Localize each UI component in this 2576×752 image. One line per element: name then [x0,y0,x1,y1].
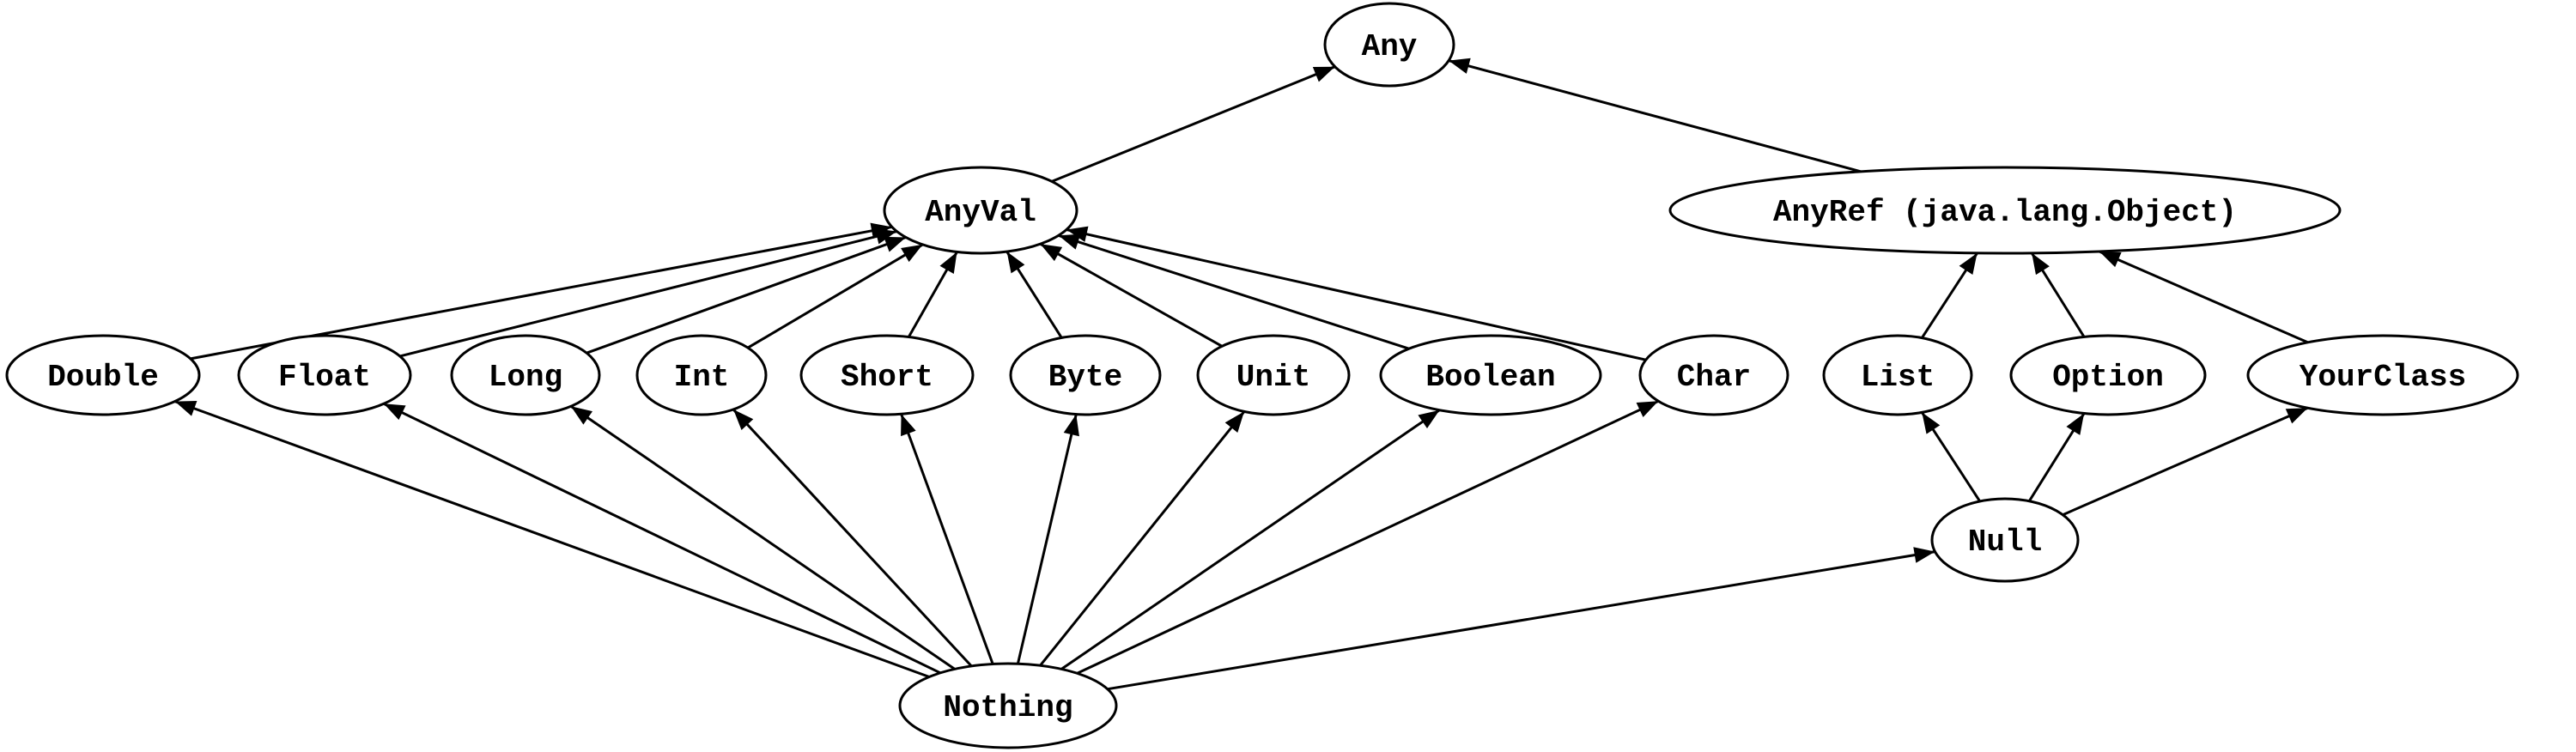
node-null: Null [1930,497,2080,583]
node-ellipse-list [1822,334,1973,416]
node-ellipse-long [450,334,601,416]
node-int: Int [635,334,768,416]
node-anyval: AnyVal [883,166,1078,255]
node-label-null: Null [1968,525,2042,560]
node-ellipse-yourclass [2246,334,2519,416]
node-list: List [1822,334,1973,416]
edges-layer [174,58,2309,691]
edge-nothing-short [900,413,994,665]
node-option: Option [2009,334,2207,416]
node-label-option: Option [2052,360,2164,395]
edge-nothing-float [383,402,941,675]
edge-anyval-any [1051,65,1336,183]
edge-boolean-anyval [1058,233,1410,350]
edge-int-anyval [747,243,924,349]
edge-short-anyval [907,251,958,338]
node-label-char: Char [1677,360,1751,395]
node-anyref: AnyRef (java.lang.Object) [1668,166,2342,255]
node-nothing: Nothing [898,662,1118,749]
edge-nothing-long [570,405,956,670]
node-char: Char [1638,334,1789,416]
node-short: Short [799,334,975,416]
node-label-anyval: AnyVal [925,195,1036,230]
node-label-long: Long [489,360,562,395]
node-label-short: Short [841,360,933,395]
node-ellipse-boolean [1379,334,1602,416]
edge-nothing-char [1076,399,1659,675]
node-ellipse-short [799,334,975,416]
node-ellipse-int [635,334,768,416]
edge-nothing-byte [1016,414,1079,664]
node-ellipse-double [5,334,201,416]
edge-unit-anyval [1039,242,1223,348]
edge-byte-anyval [1005,251,1063,339]
node-ellipse-nothing [898,662,1118,749]
node-label-byte: Byte [1048,360,1122,395]
node-float: Float [237,334,412,416]
node-label-list: List [1861,360,1935,395]
edge-nothing-boolean [1060,409,1441,670]
edge-null-yourclass [2062,406,2309,517]
node-ellipse-anyref [1668,166,2342,255]
node-double: Double [5,334,201,416]
edge-option-anyref [2030,252,2086,338]
node-yourclass: YourClass [2246,334,2519,416]
edge-null-option [2028,412,2086,502]
node-ellipse-null [1930,497,2080,583]
edge-anyref-any [1448,58,1862,173]
node-unit: Unit [1196,334,1351,416]
node-ellipse-unit [1196,334,1351,416]
edge-float-anyval [399,228,897,358]
node-any: Any [1323,2,1455,88]
edge-yourclass-anyref [2099,250,2309,344]
edge-char-anyval [1066,226,1647,361]
node-label-unit: Unit [1236,360,1310,395]
edge-nothing-null [1107,547,1935,691]
node-boolean: Boolean [1379,334,1602,416]
node-ellipse-char [1638,334,1789,416]
node-label-double: Double [47,360,159,395]
node-byte: Byte [1009,334,1162,416]
node-long: Long [450,334,601,416]
node-label-boolean: Boolean [1425,360,1555,395]
node-label-float: Float [278,360,371,395]
node-ellipse-anyval [883,166,1078,255]
node-ellipse-any [1323,2,1455,88]
node-ellipse-float [237,334,412,416]
edge-nothing-unit [1039,410,1246,667]
node-label-anyref: AnyRef (java.lang.Object) [1773,195,2237,230]
node-label-int: Int [674,360,730,395]
node-label-any: Any [1362,29,1418,64]
edge-long-anyval [586,236,907,355]
node-label-yourclass: YourClass [2300,360,2466,395]
edge-nothing-int [732,408,973,667]
edge-null-list [1921,411,1981,502]
edge-list-anyref [1921,252,1978,339]
node-label-nothing: Nothing [943,690,1072,725]
node-ellipse-byte [1009,334,1162,416]
node-ellipse-option [2009,334,2207,416]
edge-nothing-double [174,400,930,678]
